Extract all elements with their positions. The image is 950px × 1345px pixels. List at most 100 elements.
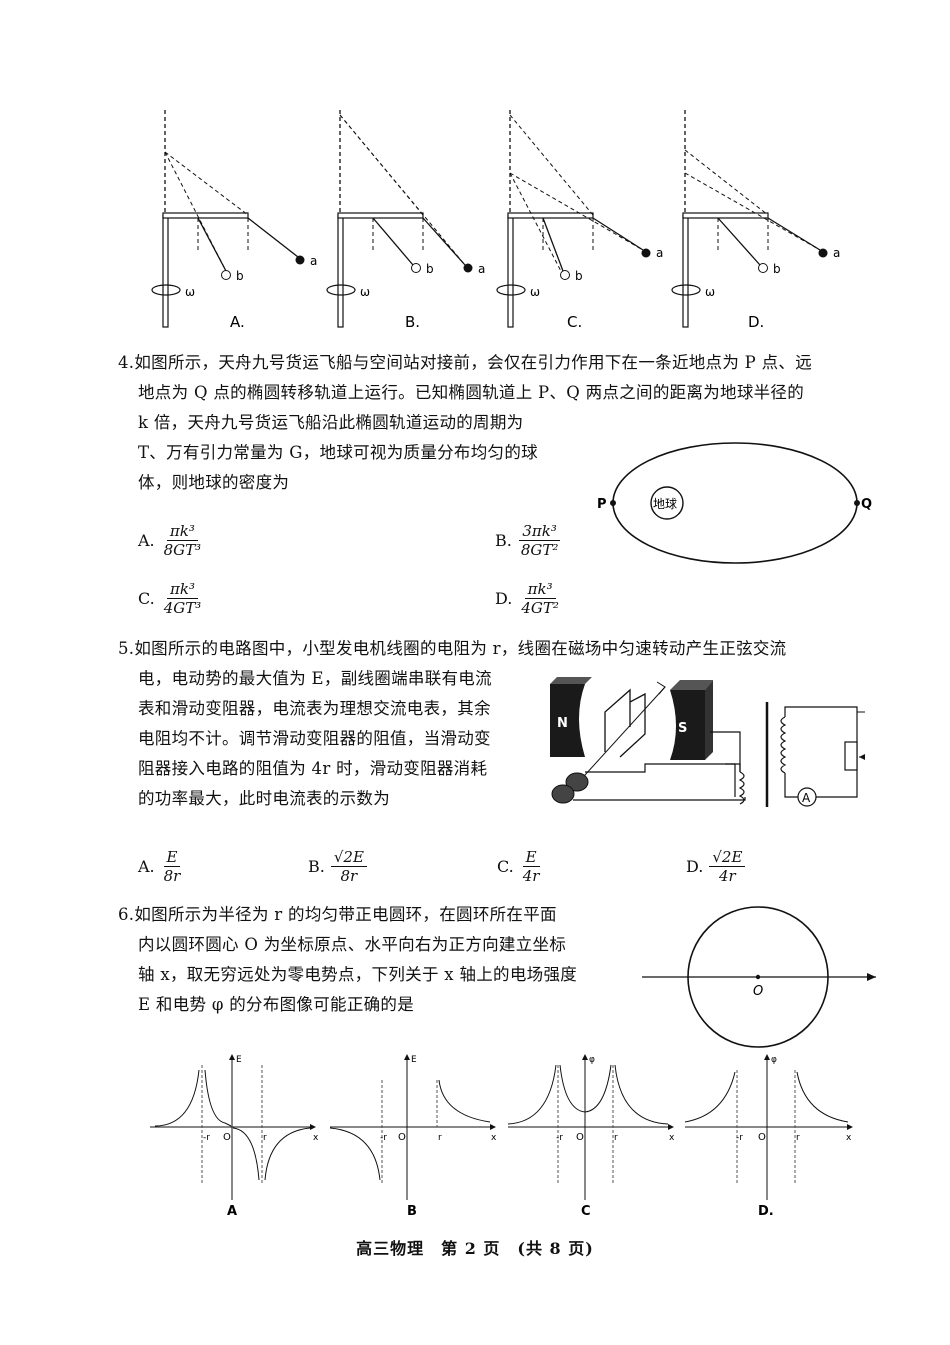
- pos-r-label: r: [263, 1133, 267, 1143]
- option-label: D.: [686, 857, 704, 876]
- magnet-s-label: S: [678, 721, 687, 736]
- q5-line-5: 阻器接入电路的阻值为 4r 时，滑动变阻器消耗: [138, 759, 488, 778]
- q6-line-2: 内以圆环圆心 O 为坐标原点、水平向右为正方向建立坐标: [138, 935, 567, 954]
- graph-a-label: A: [227, 1204, 237, 1219]
- omega-label: ω: [360, 285, 370, 299]
- q6-ring-figure: O: [640, 905, 885, 1059]
- origin-label: O: [223, 1132, 231, 1143]
- y-axis-label: E: [411, 1055, 417, 1065]
- q6-graphs: -r O r x E A -r O r x E B: [145, 1050, 865, 1224]
- option-c-figure: b a ω C.: [496, 109, 663, 331]
- secondary-coil: [780, 716, 787, 774]
- numerator: E: [522, 848, 540, 867]
- ball-b-label: b: [236, 269, 244, 283]
- omega-label: ω: [705, 285, 715, 299]
- point-p-label: P: [597, 497, 607, 512]
- option-b-figure: b a ω B.: [326, 109, 485, 331]
- option-d-figure: b a ω D.: [671, 109, 840, 331]
- denominator: 4r: [522, 867, 540, 885]
- numerator: E: [163, 848, 181, 867]
- orbit-ellipse: [612, 442, 858, 564]
- ball-b-label: b: [426, 262, 434, 276]
- omega-label: ω: [530, 285, 540, 299]
- coil: [604, 688, 646, 758]
- denominator: 8r: [163, 867, 181, 885]
- numerator: √2E: [709, 848, 746, 867]
- ammeter-label: A: [802, 791, 811, 805]
- option-a-label: A.: [230, 313, 245, 331]
- pos-r-label: r: [438, 1133, 442, 1143]
- q3-figure-svg: b a ω A. b a ω B.: [151, 109, 840, 331]
- y-axis-label: φ: [589, 1055, 595, 1065]
- graph-d-label: D.: [758, 1204, 774, 1219]
- q5-line-3: 表和滑动变阻器，电流表为理想交流电表，其余: [138, 699, 491, 718]
- x-axis-label: x: [669, 1133, 675, 1143]
- graph-b-label: B: [407, 1204, 417, 1219]
- option-label: C.: [497, 857, 514, 876]
- graph-c: -r O r x φ C: [507, 1054, 675, 1219]
- option-d-label: D.: [748, 313, 764, 331]
- q4-stem: 4.如图所示，天舟九号货运飞船与空间站对接前，会仅在引力作用下在一条近地点为 P…: [118, 348, 888, 498]
- numerator: πk³: [166, 522, 198, 541]
- ammeter: [797, 787, 817, 807]
- numerator: πk³: [524, 580, 556, 599]
- q4-line-3: k 倍，天舟九号货运飞船沿此椭圆轨道运动的周期为: [138, 413, 524, 432]
- earth-label: 地球: [653, 497, 677, 511]
- option-label: C.: [138, 589, 155, 608]
- omega-label: ω: [185, 285, 195, 299]
- x-axis-label: x: [491, 1133, 497, 1143]
- q4-ellipse-figure: 地球 P Q: [590, 440, 880, 584]
- pos-r-label: r: [614, 1133, 618, 1143]
- q5-line-2: 电，电动势的最大值为 E，副线圈端串联有电流: [138, 669, 492, 688]
- point-p-dot: [610, 500, 616, 506]
- option-label: D.: [495, 589, 513, 608]
- rheostat: [844, 741, 858, 771]
- x-axis-label: x: [313, 1133, 319, 1143]
- numerator: πk³: [167, 580, 199, 599]
- neg-r-label: -r: [736, 1133, 743, 1143]
- q5-line-4: 电阻均不计。调节滑动变阻器的阻值，当滑动变: [138, 729, 491, 748]
- option-a-figure: b a ω A.: [151, 109, 317, 331]
- q5-generator-figure: N S A: [545, 672, 868, 816]
- slip-ring-1: [565, 772, 589, 792]
- earth-circle: [650, 486, 684, 520]
- q6-stem: 6.如图所示为半径为 r 的均匀带正电圆环，在圆环所在平面 内以圆环圆心 O 为…: [118, 900, 638, 1020]
- q4-line-5: 体，则地球的密度为: [138, 473, 290, 492]
- q3-figures: b a ω A. b a ω B.: [130, 105, 850, 340]
- denominator: 4r: [719, 867, 736, 885]
- point-q-dot: [854, 500, 860, 506]
- origin-label: O: [753, 984, 763, 999]
- magnet-n-label: N: [557, 716, 568, 731]
- denominator: 8r: [340, 867, 358, 885]
- neg-r-label: -r: [203, 1133, 210, 1143]
- q6-line-1: 6.如图所示为半径为 r 的均匀带正电圆环，在圆环所在平面: [118, 905, 557, 924]
- ball-a-label: a: [656, 246, 663, 260]
- option-label: A.: [138, 857, 155, 876]
- q4-line-2: 地点为 Q 点的椭圆转移轨道上运行。已知椭圆轨道上 P、Q 两点之间的距离为地球…: [138, 383, 805, 402]
- origin-label: O: [758, 1132, 766, 1143]
- origin-label: O: [576, 1132, 584, 1143]
- q5-line-1: 5.如图所示的电路图中，小型发电机线圈的电阻为 r，线圈在磁场中匀速转动产生正弦…: [118, 639, 787, 658]
- neg-r-label: -r: [380, 1133, 387, 1143]
- magnet-n: [550, 684, 585, 757]
- x-axis-label: x: [846, 1133, 852, 1143]
- origin-label: O: [398, 1132, 406, 1143]
- numerator: 3πk³: [519, 522, 560, 541]
- ball-a-label: a: [310, 254, 317, 268]
- neg-r-label: -r: [556, 1133, 563, 1143]
- option-label: B.: [308, 857, 325, 876]
- q6-line-4: E 和电势 φ 的分布图像可能正确的是: [138, 995, 415, 1014]
